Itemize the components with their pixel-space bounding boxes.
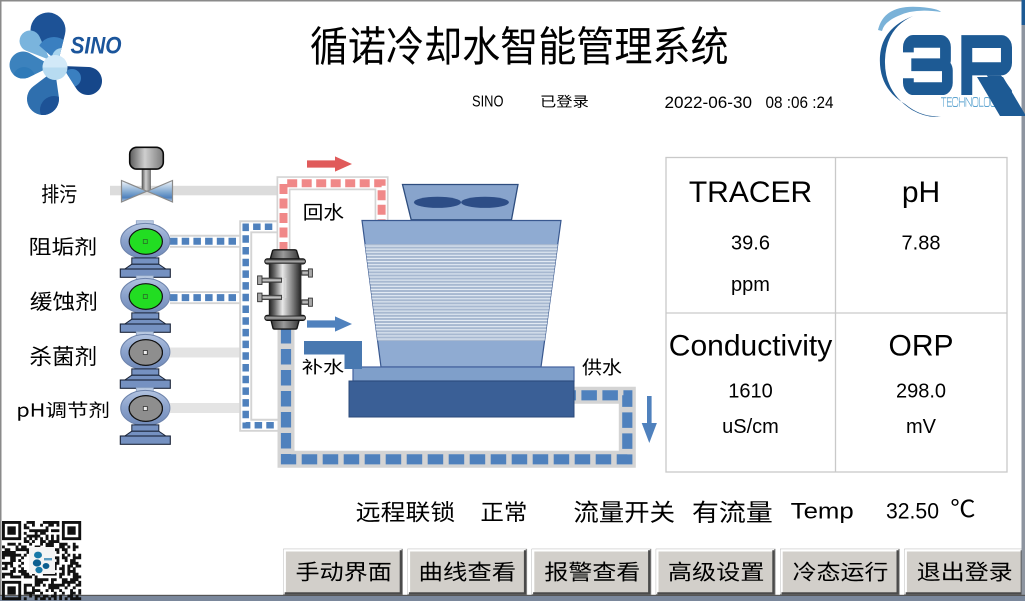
svg-text:1610: 1610 xyxy=(728,381,773,403)
svg-text:TRACER: TRACER xyxy=(689,176,812,209)
svg-text:Conductivity: Conductivity xyxy=(669,330,832,363)
svg-text:2022-06-30: 2022-06-30 xyxy=(665,93,753,112)
svg-text:Temp: Temp xyxy=(791,498,854,523)
svg-text:298.0: 298.0 xyxy=(896,381,946,403)
svg-text:SINO: SINO xyxy=(472,94,504,111)
svg-text:ppm: ppm xyxy=(731,274,770,296)
svg-text:SINO: SINO xyxy=(71,33,122,60)
svg-text:32.50: 32.50 xyxy=(886,498,939,523)
svg-text:08 :06 :24: 08 :06 :24 xyxy=(766,93,834,112)
svg-text:uS/cm: uS/cm xyxy=(722,416,779,438)
svg-text:7.88: 7.88 xyxy=(902,233,941,255)
svg-text:pH: pH xyxy=(902,176,940,209)
svg-text:39.6: 39.6 xyxy=(731,233,770,255)
svg-text:ORP: ORP xyxy=(888,330,953,363)
svg-text:mV: mV xyxy=(906,416,937,438)
